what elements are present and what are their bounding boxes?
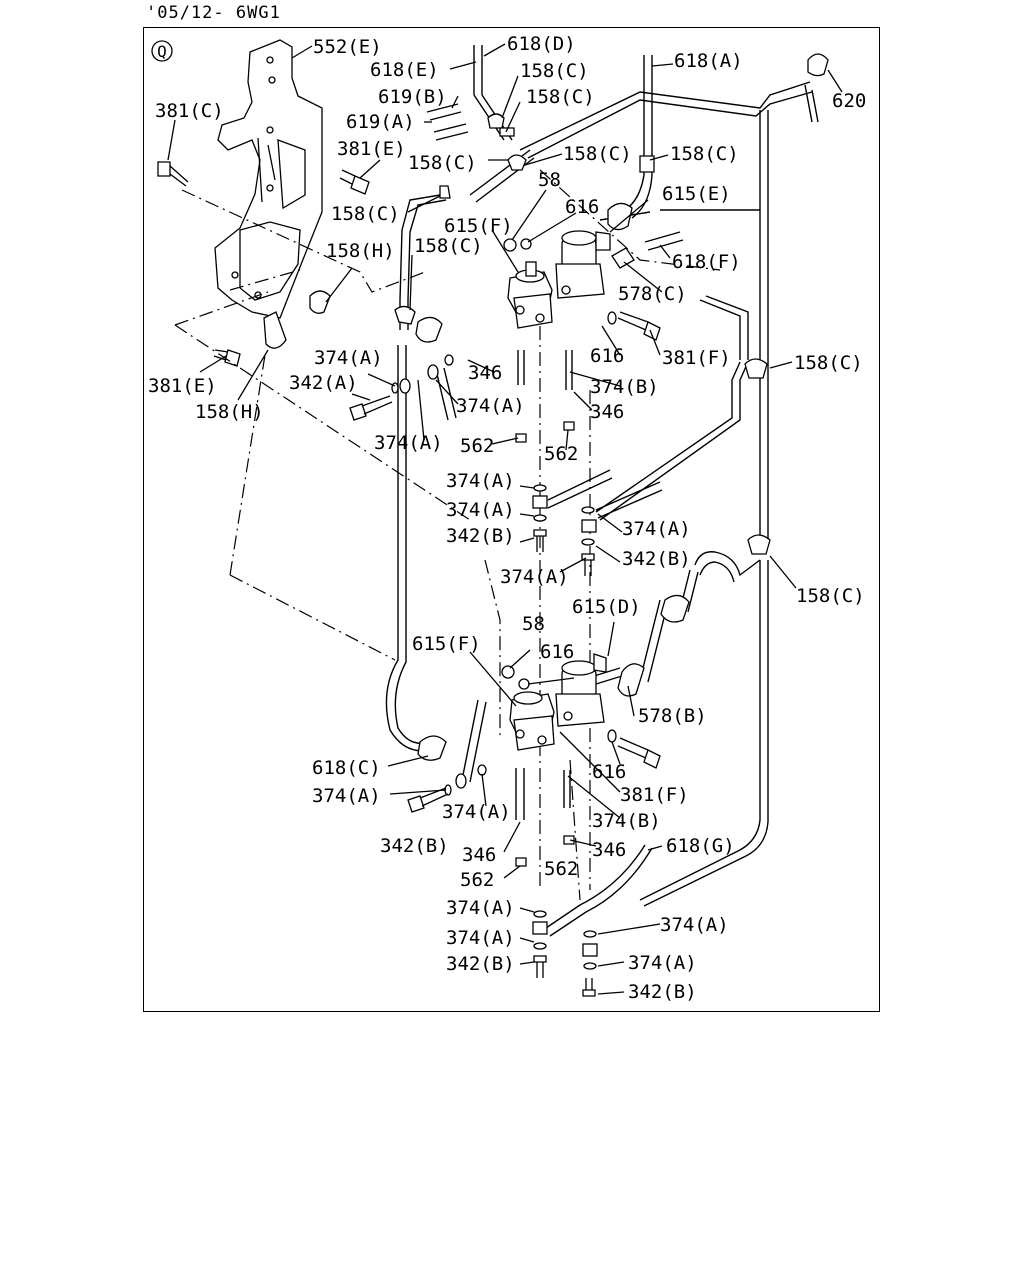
label-374a: 374(A)	[314, 347, 383, 369]
label-58: 58	[538, 169, 561, 191]
label-374a: 374(A)	[628, 952, 697, 974]
bolts	[349, 311, 661, 997]
label-158c: 158(C)	[563, 143, 632, 165]
label-381c: 381(C)	[155, 100, 224, 122]
valve-lower-right	[555, 653, 607, 727]
fittings	[415, 53, 829, 761]
bolt-381c-icon	[157, 161, 189, 187]
bolt-381e-upper-icon	[339, 169, 370, 195]
label-615f: 615(F)	[444, 215, 513, 237]
label-552e: 552(E)	[313, 36, 382, 58]
label-381e: 381(E)	[337, 138, 406, 160]
label-381f: 381(F)	[620, 784, 689, 806]
label-616: 616	[565, 196, 599, 218]
label-381f: 381(F)	[662, 347, 731, 369]
label-620: 620	[832, 90, 866, 112]
label-342b: 342(B)	[380, 835, 449, 857]
label-562: 562	[460, 869, 494, 891]
label-374a: 374(A)	[446, 470, 515, 492]
label-346: 346	[592, 839, 626, 861]
label-158c: 158(C)	[670, 143, 739, 165]
valve-upper-left	[507, 261, 553, 329]
clamps-158c	[394, 113, 771, 555]
diagram-code: '05/12- 6WG1	[146, 3, 281, 23]
label-618g: 618(G)	[666, 835, 735, 857]
label-374a: 374(A)	[442, 801, 511, 823]
label-346: 346	[468, 362, 502, 384]
label-615f: 615(F)	[412, 633, 481, 655]
valve-lower-left	[509, 691, 555, 751]
bracket-plate	[214, 39, 323, 319]
label-342b: 342(B)	[446, 953, 515, 975]
leader-lines	[167, 43, 843, 995]
diagram-frame	[143, 27, 880, 1012]
label-615e: 615(E)	[662, 183, 731, 205]
label-616: 616	[592, 761, 626, 783]
label-374a: 374(A)	[660, 914, 729, 936]
part-labels: 552(E) 618(D) 618(E) 158(C) 619(B) 158(C…	[148, 33, 866, 1003]
label-381e: 381(E)	[148, 375, 217, 397]
label-619b: 619(B)	[378, 86, 447, 108]
label-618f: 618(F)	[672, 251, 741, 273]
label-374a: 374(A)	[312, 785, 381, 807]
label-615d: 615(D)	[572, 596, 641, 618]
label-158h: 158(H)	[195, 401, 264, 423]
label-158c: 158(C)	[796, 585, 865, 607]
label-618e: 618(E)	[370, 59, 439, 81]
label-618c: 618(C)	[312, 757, 381, 779]
label-619a: 619(A)	[346, 111, 415, 133]
tubes	[385, 45, 819, 937]
label-158c: 158(C)	[408, 152, 477, 174]
label-58: 58	[522, 613, 545, 635]
valve-upper-right	[555, 230, 611, 299]
clamp-158h-upper-icon	[309, 290, 331, 314]
label-616: 616	[540, 641, 574, 663]
label-342b: 342(B)	[628, 981, 697, 1003]
label-374a: 374(A)	[446, 927, 515, 949]
label-342a: 342(A)	[289, 372, 358, 394]
label-346: 346	[462, 844, 496, 866]
label-346: 346	[590, 401, 624, 423]
label-158c: 158(C)	[520, 60, 589, 82]
label-562: 562	[460, 435, 494, 457]
label-618a: 618(A)	[674, 50, 743, 72]
label-158c: 158(C)	[414, 235, 483, 257]
washers-and-nuts	[391, 238, 617, 970]
label-374a: 374(A)	[500, 566, 569, 588]
clamp-158h-lower-icon	[263, 311, 287, 349]
label-618d: 618(D)	[507, 33, 576, 55]
label-342b: 342(B)	[622, 548, 691, 570]
section-mark: Q	[151, 40, 173, 62]
label-616: 616	[590, 345, 624, 367]
label-374a: 374(A)	[456, 395, 525, 417]
label-342b: 342(B)	[446, 525, 515, 547]
label-374a: 374(A)	[374, 432, 443, 454]
label-158c: 158(C)	[794, 352, 863, 374]
label-374a: 374(A)	[446, 897, 515, 919]
label-158c: 158(C)	[331, 203, 400, 225]
label-374b: 374(B)	[590, 376, 659, 398]
bolt-381e-lower-icon	[213, 349, 241, 367]
section-mark-letter: Q	[157, 42, 167, 61]
label-374a: 374(A)	[446, 499, 515, 521]
label-158h: 158(H)	[326, 240, 395, 262]
label-562: 562	[544, 858, 578, 880]
label-578c: 578(C)	[618, 283, 687, 305]
label-562: 562	[544, 443, 578, 465]
label-374a: 374(A)	[622, 518, 691, 540]
label-158c: 158(C)	[526, 86, 595, 108]
label-578b: 578(B)	[638, 705, 707, 727]
label-374b: 374(B)	[592, 810, 661, 832]
